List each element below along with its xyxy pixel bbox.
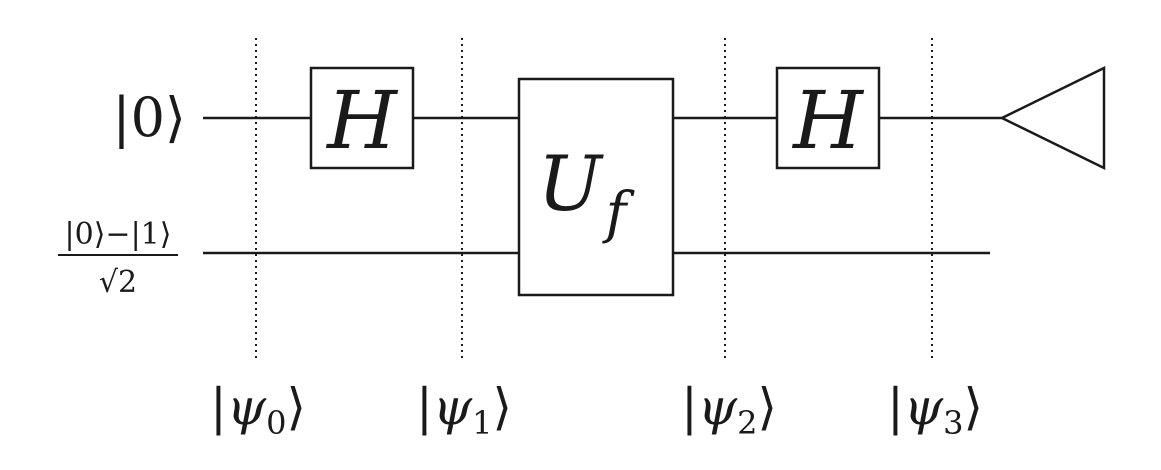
sqrt-symbol: √ [99,265,119,300]
state-label-psi0: |ψ0⟩ [210,378,306,442]
state-psi1-symbol: ψ [433,378,473,436]
hadamard-gate-2-label: H [791,74,865,167]
hadamard-gate-1-label: H [325,74,399,167]
state-label-psi1: |ψ1⟩ [416,378,512,442]
state-psi2-ket: ⟩ [757,378,777,436]
hadamard-gate-2 [775,66,881,170]
state-psi1-index: 1 [472,404,492,442]
state-psi1-bar: | [416,378,433,436]
state-psi2-index: 2 [737,404,757,442]
oracle-gate [517,77,675,297]
sqrt-radicand: 2 [118,265,137,300]
state-psi0-ket: ⟩ [286,378,306,436]
oracle-gate-letter: U [538,139,605,228]
top-input-value: 0 [131,86,165,149]
state-psi3-symbol: ψ [904,378,944,436]
bottom-input-numerator: |0⟩−|1⟩ [65,217,172,252]
state-label-psi2: |ψ2⟩ [681,378,777,442]
hadamard-gate-1 [309,66,415,170]
state-psi0-index: 0 [266,404,286,442]
state-psi3-bar: | [887,378,904,436]
state-psi1-ket: ⟩ [492,378,512,436]
state-psi3-index: 3 [943,404,963,442]
state-psi0-symbol: ψ [227,378,267,436]
top-input-ket: |0⟩ [112,86,186,149]
meter-icon [999,65,1106,171]
state-psi2-symbol: ψ [698,378,738,436]
top-input-bar: | [112,86,130,149]
state-label-psi3: |ψ3⟩ [887,378,983,442]
state-psi0-bar: | [210,378,227,436]
state-psi2-bar: | [681,378,698,436]
state-psi3-ket: ⟩ [963,378,983,436]
bottom-input-denominator: √2 [99,265,137,300]
top-input-angle: ⟩ [165,86,186,149]
